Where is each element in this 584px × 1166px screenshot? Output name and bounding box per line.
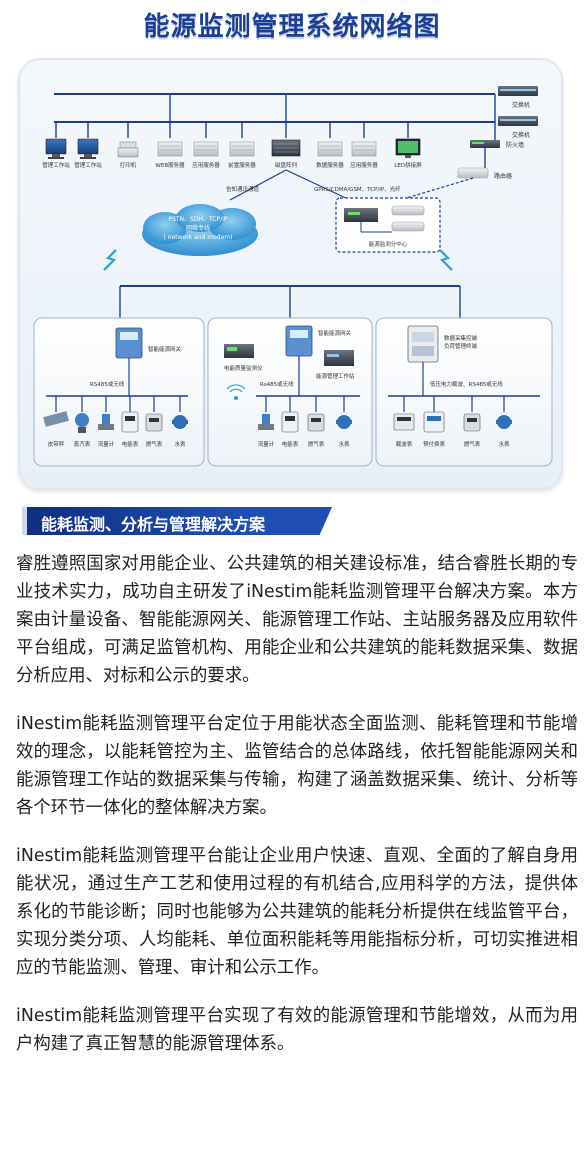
water-meter-icon: [496, 415, 512, 429]
top-device-label: LED拼接屏: [394, 161, 422, 169]
cloud-text-3: ( network and modem): [164, 234, 233, 241]
server-icon: [344, 208, 378, 222]
top-device-label: 管理工作站: [74, 161, 102, 169]
panel3-meter-label: 载波表: [396, 440, 413, 448]
electric-meter-icon: [281, 411, 299, 433]
link-label-2: GPRS/CDMA/GSM、TCP/IP、光纤: [314, 185, 401, 193]
panel2-meter-label: 燃气表: [308, 440, 325, 448]
workstation-icon: [324, 350, 354, 366]
solution-description: 睿胜遵照国家对用能企业、公共建筑的相关建设标准，结合睿胜长期的专业技术实力，成功…: [16, 550, 578, 1078]
panel3-terminal-label-2: 负荷管理终端: [444, 342, 478, 350]
wireless-link-icon: [439, 249, 453, 271]
steam-meter-icon: [75, 413, 89, 433]
printer-icon: [117, 141, 139, 158]
firewall-label: 防火墙: [506, 141, 524, 149]
gas-meter-icon: [145, 413, 163, 432]
flow-meter-icon: [98, 414, 114, 430]
server-icon: [157, 141, 183, 157]
panel2-station-label: 能源管理工作站: [316, 372, 355, 380]
panel1-meter-label: 电能表: [122, 440, 139, 448]
top-device-label: 前置服务器: [228, 161, 256, 169]
panel2-meter-label: 流量计: [258, 440, 275, 448]
network-cloud-icon: [142, 204, 258, 256]
panel3-meter-label: 燃气表: [464, 440, 481, 448]
cloud-text-2: 网络专线: [186, 224, 210, 232]
panel1-gateway-label: 智能能源网关: [148, 345, 182, 353]
led-screen-icon: [395, 138, 421, 158]
workstation-icon: [77, 138, 99, 159]
workstation-icon: [45, 138, 67, 159]
belt-scale-icon: [43, 411, 69, 427]
panel1-meter-label: 水表: [174, 440, 186, 448]
power-quality-analyzer-icon: [224, 344, 254, 358]
water-meter-icon: [336, 415, 352, 429]
network-diagram-svg: 交换机 交换机 防火墙 路由器 管理工作站 管理工作站: [33, 86, 553, 467]
panel1-meter-label: 蒸汽表: [74, 440, 91, 448]
router-icon: [457, 167, 489, 179]
panel3-bus-label: 低压电力载波、RS485或无线: [430, 380, 503, 388]
top-device-label: 应用服务器: [192, 161, 220, 169]
wireless-icon: [226, 384, 246, 400]
server-icon: [351, 141, 377, 157]
panel1-bus-label: RS485或无线: [90, 380, 125, 388]
disk-array-icon: [271, 139, 301, 157]
top-device-label: 管理工作站: [42, 161, 70, 169]
paragraph: 睿胜遵照国家对用能企业、公共建筑的相关建设标准，结合睿胜长期的专业技术实力，成功…: [16, 554, 578, 686]
panel2-meter-label: 水表: [338, 440, 350, 448]
water-meter-icon: [172, 415, 188, 429]
prepaid-meter-icon: [423, 411, 445, 433]
data-terminal-icon: [407, 325, 439, 363]
panel3-meter-label: 水表: [498, 440, 510, 448]
energy-gateway-icon: [285, 325, 313, 357]
server-icon: [229, 141, 255, 157]
router-label: 路由器: [494, 172, 512, 180]
gas-meter-icon: [307, 413, 325, 432]
top-device-label: 数据服务器: [316, 161, 344, 169]
paragraph: iNestim能耗监测管理平台能让企业用户快速、直观、全面的了解自身用能状况，通…: [16, 846, 578, 978]
server-icon: [391, 205, 425, 232]
sub-center-label: 能源监测分中心: [369, 240, 408, 248]
flow-meter-icon: [258, 414, 274, 430]
switch-icon: [498, 86, 538, 96]
panel3-meter-label: 预付费表: [423, 440, 446, 448]
network-diagram: 交换机 交换机 防火墙 路由器 管理工作站 管理工作站: [18, 58, 563, 490]
panel2-meter-label: 电能表: [282, 440, 299, 448]
panel2-gateway-label: 智能能源网关: [318, 329, 352, 337]
paragraph: iNestim能耗监测管理平台定位于用能状态全面监测、能耗管理和节能增效的理念，…: [16, 714, 578, 818]
switch-2-label: 交换机: [512, 131, 530, 139]
switch-1-label: 交换机: [512, 101, 530, 109]
carrier-meter-icon: [393, 413, 415, 431]
paragraph: iNestim能耗监测管理平台实现了有效的能源管理和节能增效，从而为用户构建了真…: [16, 1006, 578, 1054]
panel2-analyzer-label: 电能质量监测仪: [224, 364, 263, 372]
page-title: 能源监测管理系统网络图: [143, 12, 441, 42]
energy-gateway-icon: [115, 327, 143, 359]
top-device-label: WEB服务器: [155, 161, 185, 169]
panel3-terminal-label-1: 数据采集控端: [444, 334, 478, 342]
electric-meter-icon: [121, 411, 139, 433]
firewall-icon: [470, 140, 500, 148]
panel1-meter-label: 燃气表: [146, 440, 163, 448]
switch-icon: [498, 116, 538, 126]
panel1-meter-label: 皮带秤: [48, 440, 65, 448]
link-label-1: 告知通讯通道: [226, 185, 260, 193]
panel1-meter-label: 流量计: [98, 440, 115, 448]
server-icon: [317, 141, 343, 157]
cloud-text-1: PSTN、SDH、TCP/IP: [168, 216, 227, 223]
section-heading-banner: 能耗监测、分析与管理解决方案: [22, 507, 332, 535]
top-device-label: 磁盘阵列: [275, 161, 298, 169]
panel2-bus-label: Rs485或无线: [260, 380, 294, 388]
server-icon: [193, 141, 219, 157]
top-device-label: 打印机: [120, 161, 137, 169]
wireless-link-icon: [103, 249, 117, 271]
section-heading: 能耗监测、分析与管理解决方案: [41, 515, 266, 534]
top-device-label: 应用服务器: [350, 161, 378, 169]
gas-meter-icon: [463, 413, 481, 432]
